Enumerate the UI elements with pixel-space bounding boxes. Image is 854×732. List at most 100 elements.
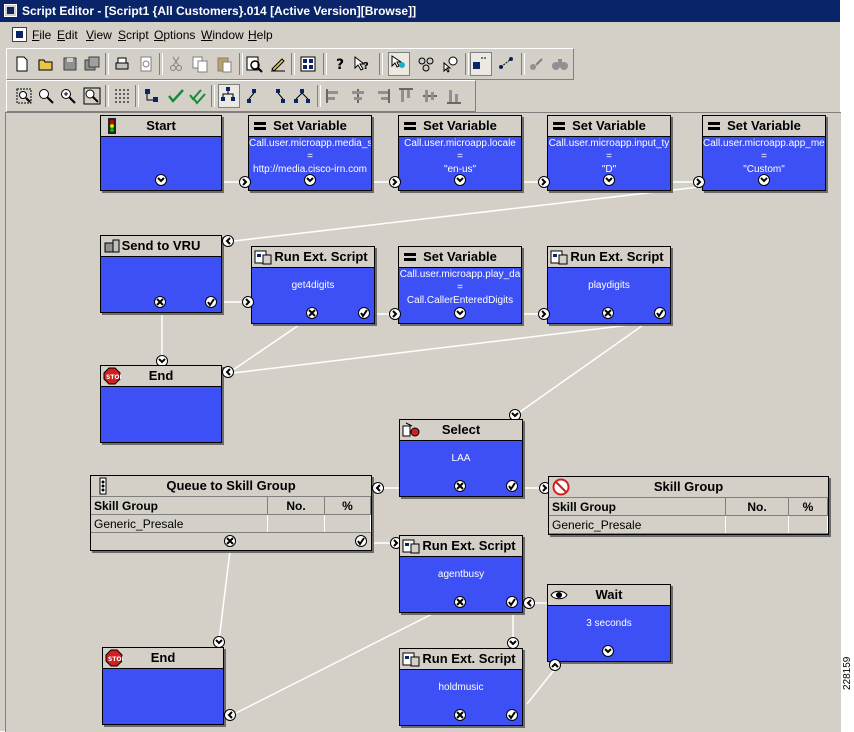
failure-x-icon[interactable] <box>602 307 614 319</box>
input-connector-icon[interactable] <box>538 176 550 188</box>
chevron-down-icon[interactable] <box>454 174 466 186</box>
align-left-icon[interactable] <box>325 87 343 105</box>
replace-icon[interactable] <box>269 55 287 73</box>
failure-x-icon[interactable] <box>306 307 318 319</box>
chevron-down-icon[interactable] <box>758 174 770 186</box>
success-check-icon[interactable] <box>506 709 518 721</box>
align-center-icon[interactable] <box>349 87 367 105</box>
properties-icon[interactable] <box>299 55 317 73</box>
failure-x-icon[interactable] <box>454 480 466 492</box>
start-node[interactable]: Start <box>100 115 222 191</box>
print-preview-icon[interactable] <box>137 55 155 73</box>
document-menu-icon[interactable] <box>12 27 27 42</box>
validate-all-icon[interactable] <box>189 87 207 105</box>
run-ext-script-node-3[interactable]: Run Ext. Script agentbusy <box>399 535 523 613</box>
set-variable-node-1[interactable]: Set Variable Call.user.microapp.media_se… <box>248 115 372 191</box>
input-connector-icon[interactable] <box>222 366 234 378</box>
set-variable-node-5[interactable]: Set Variable Call.user.microapp.play_da … <box>398 246 522 324</box>
menu-script[interactable]: Script <box>118 28 149 42</box>
run-ext-script-node-1[interactable]: Run Ext. Script get4digits <box>251 246 375 324</box>
menu-edit[interactable]: Edit <box>57 28 78 42</box>
chevron-down-icon[interactable] <box>602 645 614 657</box>
help-icon[interactable]: ? <box>331 55 349 73</box>
align-middle-icon[interactable] <box>421 87 439 105</box>
input-connector-icon[interactable] <box>372 482 384 494</box>
table-row[interactable]: Generic_Presale <box>549 515 828 534</box>
grid-icon[interactable] <box>113 87 131 105</box>
input-connector-icon[interactable] <box>224 709 236 721</box>
tree-spread-icon[interactable] <box>293 87 311 105</box>
run-ext-script-node-4[interactable]: Run Ext. Script holdmusic <box>399 648 523 726</box>
failure-x-icon[interactable] <box>224 535 236 547</box>
end-node-2[interactable]: STOPEnd <box>102 647 224 725</box>
table-row[interactable]: Generic_Presale <box>91 514 371 533</box>
set-variable-node-4[interactable]: Set Variable Call.user.microapp.app_medi… <box>702 115 826 191</box>
open-folder-icon[interactable] <box>37 55 55 73</box>
input-connector-icon[interactable] <box>549 659 561 671</box>
paste-icon[interactable] <box>215 55 233 73</box>
success-check-icon[interactable] <box>654 307 666 319</box>
context-help-icon[interactable]: ? <box>353 55 371 73</box>
failure-x-icon[interactable] <box>454 596 466 608</box>
success-check-icon[interactable] <box>506 596 518 608</box>
zoom-mode-icon[interactable] <box>441 55 459 73</box>
menu-help[interactable]: Help <box>248 28 273 42</box>
set-variable-node-2[interactable]: Set Variable Call.user.microapp.locale =… <box>398 115 522 191</box>
validate-icon[interactable] <box>167 87 185 105</box>
zoom-fit-icon[interactable] <box>15 87 33 105</box>
monitor-icon[interactable] <box>527 55 545 73</box>
connection-mode-icon[interactable] <box>497 55 515 73</box>
input-connector-icon[interactable] <box>523 597 535 609</box>
menu-view[interactable]: View <box>86 28 112 42</box>
skill-group-node[interactable]: Skill Group Skill Group No. % Generic_Pr… <box>548 476 829 535</box>
script-canvas[interactable]: Start Set Variable Call.user.microapp.me… <box>5 112 841 732</box>
chevron-down-icon[interactable] <box>603 174 615 186</box>
new-file-icon[interactable] <box>13 55 31 73</box>
select-mode-icon[interactable] <box>388 52 410 76</box>
send-to-vru-node[interactable]: Send to VRU <box>100 235 222 313</box>
find-icon[interactable] <box>245 55 263 73</box>
tree-layout-icon[interactable] <box>218 84 240 108</box>
input-connector-icon[interactable] <box>239 176 251 188</box>
queue-row-skill-group[interactable]: Generic_Presale <box>91 514 268 533</box>
input-connector-icon[interactable] <box>389 308 401 320</box>
zoom-out-icon[interactable] <box>83 87 101 105</box>
end-node-1[interactable]: STOPEnd <box>100 365 222 443</box>
failure-x-icon[interactable] <box>154 296 166 308</box>
save-icon[interactable] <box>61 55 79 73</box>
queue-to-skill-group-node[interactable]: Queue to Skill Group Skill Group No. % G… <box>90 475 372 551</box>
menu-file[interactable]: File <box>32 28 52 42</box>
input-connector-icon[interactable] <box>242 296 254 308</box>
binoculars-icon[interactable] <box>551 55 569 73</box>
input-connector-icon[interactable] <box>538 308 550 320</box>
chevron-down-icon[interactable] <box>304 174 316 186</box>
queue-row-percent[interactable] <box>324 514 371 533</box>
menu-window[interactable]: Window <box>201 28 244 42</box>
success-check-icon[interactable] <box>358 307 370 319</box>
input-connector-icon[interactable] <box>389 176 401 188</box>
align-top-icon[interactable] <box>397 87 415 105</box>
copy-icon[interactable] <box>191 55 209 73</box>
set-variable-node-3[interactable]: Set Variable Call.user.microapp.input_ty… <box>547 115 671 191</box>
success-check-icon[interactable] <box>506 480 518 492</box>
pan-mode-icon[interactable] <box>417 55 435 73</box>
tree-right-icon[interactable] <box>269 87 287 105</box>
input-connector-icon[interactable] <box>222 235 234 247</box>
zoom-in-icon[interactable] <box>59 87 77 105</box>
menu-options[interactable]: Options <box>154 28 196 42</box>
select-node[interactable]: Select LAA <box>399 419 523 497</box>
chevron-down-icon[interactable] <box>454 307 466 319</box>
success-check-icon[interactable] <box>205 296 217 308</box>
skill-group-row-percent[interactable] <box>788 515 828 534</box>
skill-group-row-skill-group[interactable]: Generic_Presale <box>549 515 726 534</box>
print-icon[interactable] <box>113 55 131 73</box>
title-bar[interactable]: Script Editor - [Script1 {All Customers}… <box>0 0 840 22</box>
save-all-icon[interactable] <box>83 55 101 73</box>
run-ext-script-node-2[interactable]: Run Ext. Script playdigits <box>547 246 671 324</box>
success-check-icon[interactable] <box>355 535 367 547</box>
layout-icon[interactable] <box>143 87 161 105</box>
zoom-icon[interactable] <box>37 87 55 105</box>
skill-group-row-no[interactable] <box>725 515 789 534</box>
wait-node[interactable]: Wait 3 seconds <box>547 584 671 662</box>
connect-mode-icon[interactable] <box>470 52 492 76</box>
